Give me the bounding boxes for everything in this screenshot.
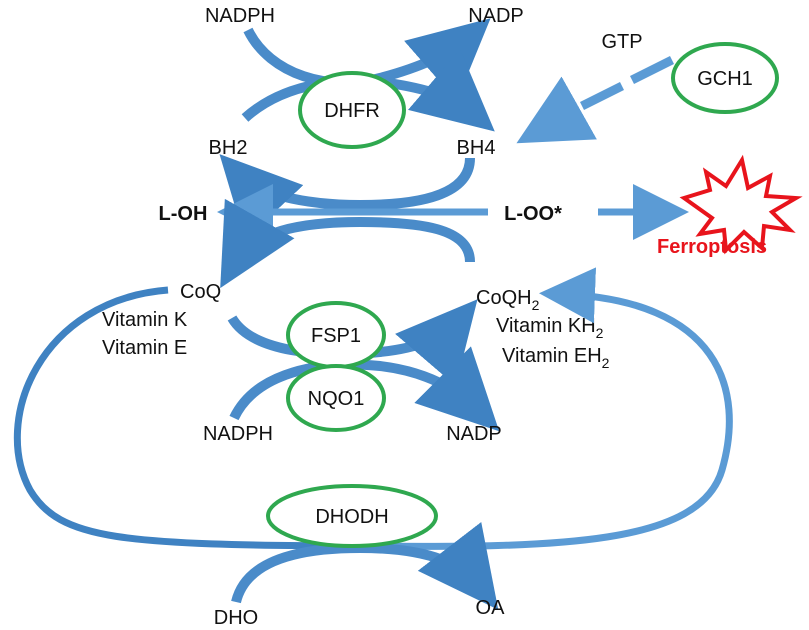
vitamin-kh2-label: Vitamin KH2 [496, 315, 604, 341]
loo-label: L-OO* [504, 203, 562, 225]
dhodh-label: DHODH [315, 506, 388, 528]
dhodh-loop: DHODH DHO OA [13, 267, 733, 629]
dhfr-label: DHFR [324, 100, 380, 122]
nqo1-label: NQO1 [308, 388, 365, 410]
gtp-label: GTP [601, 31, 642, 53]
oa-label: OA [476, 597, 506, 619]
nqo1-enzyme-oval [286, 364, 386, 432]
arrow-bh4-to-bh2-lower [219, 154, 475, 240]
gch1-enzyme-oval [671, 42, 779, 114]
coqh2-label: CoQH2 [476, 287, 540, 313]
coq-label: CoQ [180, 281, 221, 303]
nadph-lower-label: NADPH [203, 423, 273, 445]
nadp-lower-label: NADP [446, 423, 502, 445]
loh-label: L-OH [159, 203, 208, 225]
bh2-label: BH2 [209, 137, 248, 159]
vitamin-eh2-label: Vitamin EH2 [502, 345, 610, 371]
vitamin-k-label: Vitamin K [102, 309, 188, 331]
fsp1-label: FSP1 [311, 325, 361, 347]
fsp1-nqo1-cycle: FSP1 NQO1 CoQ Vitamin K Vitamin E CoQH2 … [102, 281, 610, 445]
dhfr-enzyme-oval [298, 71, 406, 149]
dhodh-enzyme-oval [266, 484, 438, 548]
middle-coupling-arcs [220, 198, 475, 289]
arrow-dho-to-oa [231, 521, 499, 610]
nadph-top-label: NADPH [205, 5, 275, 27]
bh4-label: BH4 [457, 137, 496, 159]
vitamin-e-label: Vitamin E [102, 337, 187, 359]
lipid-peroxide-row: L-OH L-OO* Ferroptosis [159, 154, 803, 258]
gch1-dashed-arrow [516, 55, 675, 144]
arrow-coqh2-arc-to-loh [220, 198, 475, 289]
gch1-branch: GTP GCH1 [516, 31, 779, 144]
explosion-burst-icon [679, 154, 803, 255]
loop-right-dhodh-to-coqh2 [359, 267, 733, 550]
loop-left-coq-to-dhodh [13, 286, 361, 550]
dhfr-cycle: DHFR NADPH NADP BH2 BH4 [205, 5, 524, 240]
nadp-top-label: NADP [468, 5, 524, 27]
ferroptosis-label: Ferroptosis [657, 236, 767, 258]
arrow-nadph-to-nadp-lower [229, 346, 500, 432]
gch1-label: GCH1 [697, 68, 753, 90]
dho-label: DHO [214, 607, 258, 629]
